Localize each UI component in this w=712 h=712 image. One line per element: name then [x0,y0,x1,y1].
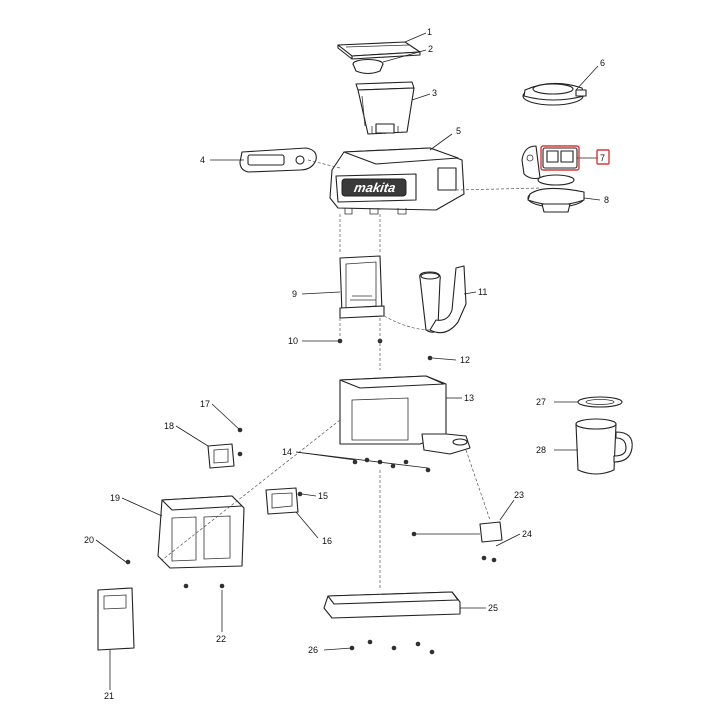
part-23-sensor[interactable] [411,521,503,543]
assembly-lines [161,159,541,590]
callout-21[interactable]: 21 [104,691,114,701]
callout-14[interactable]: 14 [282,447,292,457]
callout-16[interactable]: 16 [322,536,332,546]
screws [125,338,497,655]
part-5-main-housing[interactable]: makita [329,147,465,215]
callout-15[interactable]: 15 [318,491,328,501]
callout-18[interactable]: 18 [164,421,174,431]
callout-7[interactable]: 7 [600,153,605,163]
callout-22[interactable]: 22 [216,634,226,644]
callout-28[interactable]: 28 [536,445,546,455]
callout-4[interactable]: 4 [200,155,205,165]
callout-labels: 1 2 3 4 5 6 7 8 9 10 11 12 13 14 15 16 1… [84,27,609,701]
callout-13[interactable]: 13 [464,393,474,403]
part-21-battery-cover[interactable] [97,587,135,651]
part-19-battery-holder[interactable] [157,495,245,569]
callout-3[interactable]: 3 [432,88,437,98]
part-15-switch[interactable] [265,487,299,515]
callout-27[interactable]: 27 [536,397,546,407]
part-3-filter-basket[interactable] [355,81,415,135]
callout-19[interactable]: 19 [110,493,120,503]
callout-11[interactable]: 11 [478,287,487,297]
part-28-cup[interactable] [575,418,633,475]
callout-20[interactable]: 20 [84,535,94,545]
callout-23[interactable]: 23 [514,490,524,500]
callout-6[interactable]: 6 [600,58,605,68]
callout-12[interactable]: 12 [460,355,470,365]
part-1-lid[interactable] [337,41,421,60]
brand-logo: makita [353,180,397,195]
part-8-water-tank[interactable] [521,145,585,213]
callout-2[interactable]: 2 [428,44,433,54]
leader-lines [95,32,601,690]
callout-17[interactable]: 17 [200,399,210,409]
callout-9[interactable]: 9 [292,289,297,299]
part-11-heater-tube[interactable] [419,265,467,334]
callout-24[interactable]: 24 [522,529,532,539]
callout-26[interactable]: 26 [308,645,318,655]
callout-5[interactable]: 5 [456,126,461,136]
part-25-base-plate[interactable] [323,591,461,619]
part-13-lower-housing[interactable] [339,375,471,455]
part-6-tank-cap[interactable] [522,82,587,106]
part-18-relay[interactable] [207,443,235,469]
callout-8[interactable]: 8 [604,195,609,205]
part-4-handle[interactable] [239,147,317,173]
part-27-cup-lid[interactable] [577,396,623,408]
callout-1[interactable]: 1 [427,27,432,37]
part-2-filter-ring[interactable] [352,58,384,75]
highlight-callout-7 [596,149,610,165]
callout-25[interactable]: 25 [488,603,498,613]
part-9-inner-frame[interactable] [339,255,385,319]
highlight-part-7 [540,145,580,171]
callout-10[interactable]: 10 [288,336,298,346]
part-7-filter-element[interactable] [542,147,578,169]
